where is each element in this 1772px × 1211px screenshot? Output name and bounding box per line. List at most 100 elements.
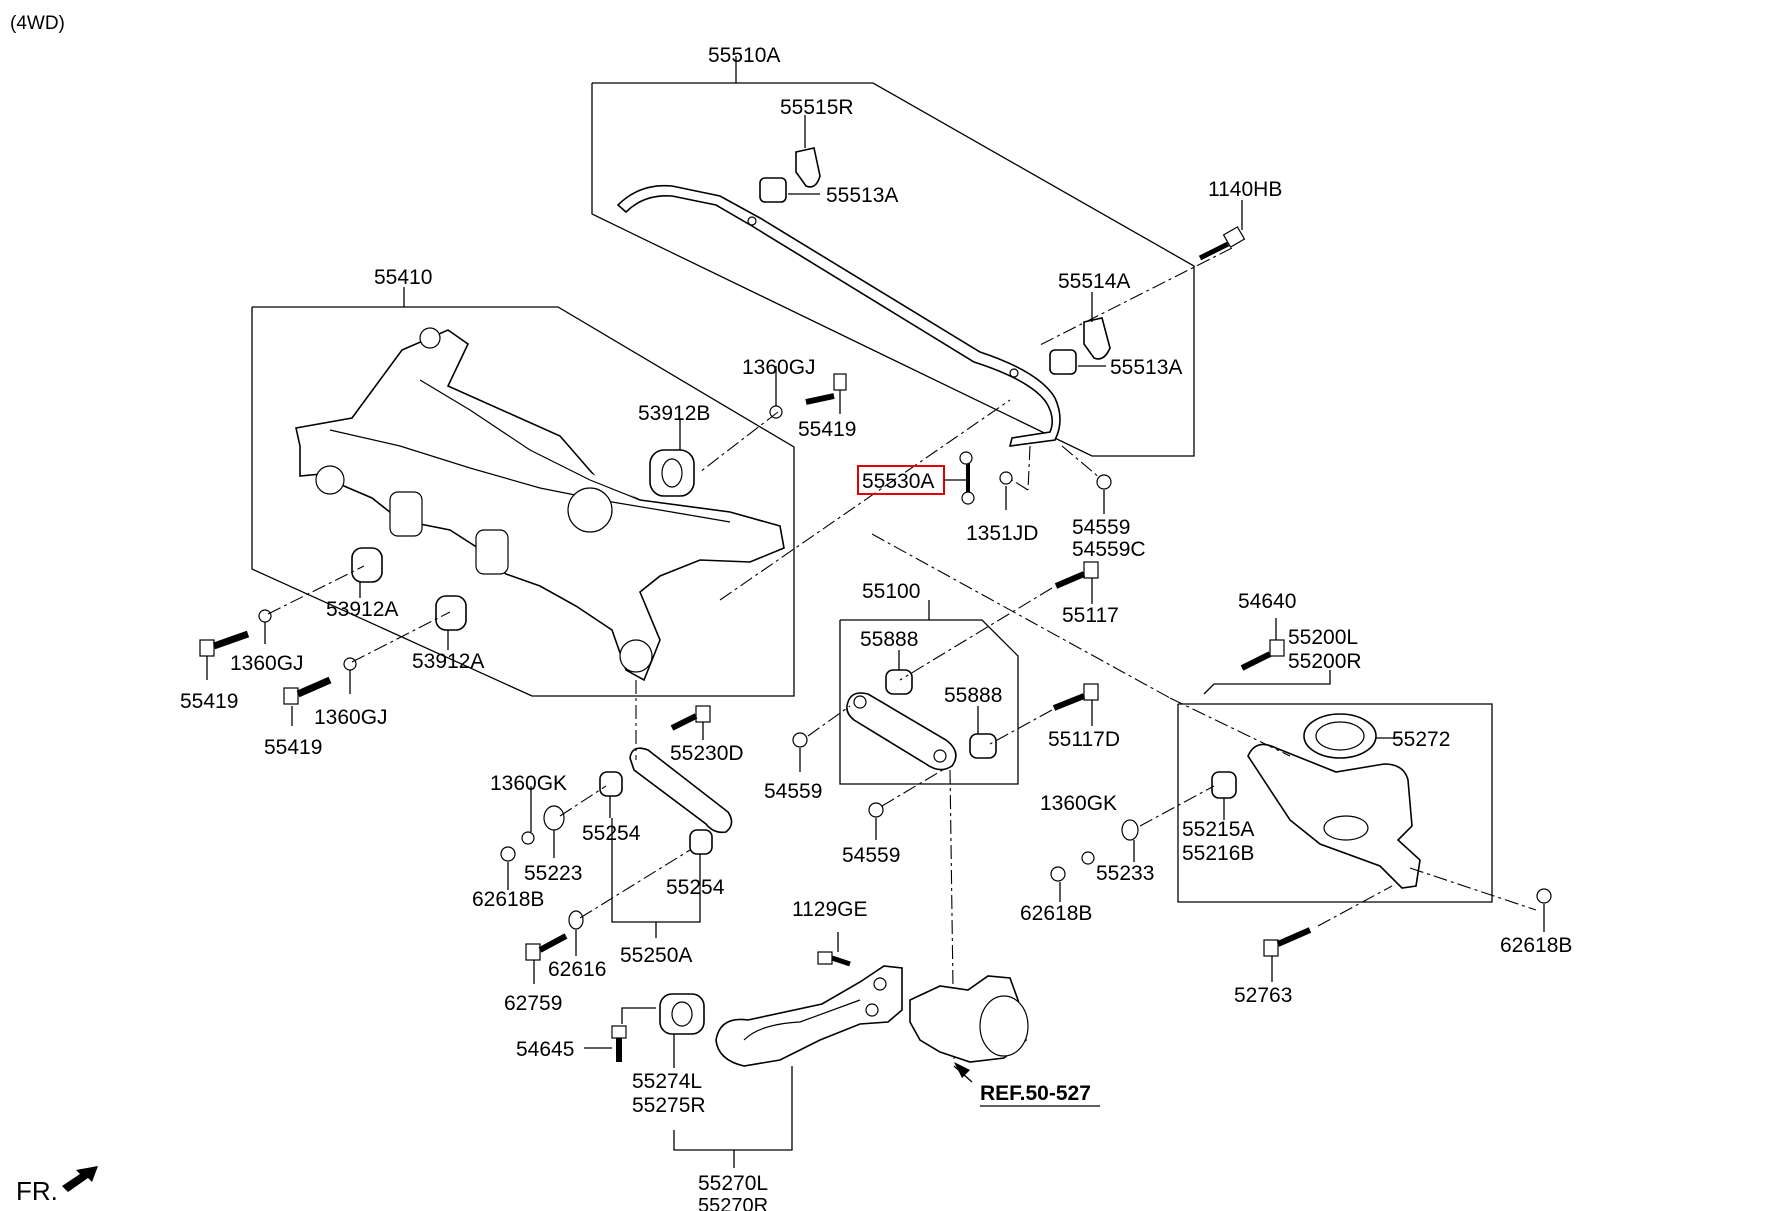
washer-1360GK-icon[interactable] <box>521 831 535 845</box>
label-53912A[interactable]: 53912A <box>326 598 398 621</box>
label-55100[interactable]: 55100 <box>862 580 920 603</box>
bushing-55513A[interactable] <box>759 177 787 203</box>
label-1360GJ[interactable]: 1360GJ <box>230 652 304 675</box>
label-54559[interactable]: 54559 <box>764 780 822 803</box>
washer-55223-icon[interactable] <box>543 805 565 831</box>
label-55514A[interactable]: 55514A <box>1058 270 1130 293</box>
nut-54559-icon[interactable] <box>1096 474 1112 490</box>
label-55274L[interactable]: 55274L <box>632 1070 702 1093</box>
label-54559C[interactable]: 54559C <box>1072 538 1146 561</box>
bolt-1140HB-icon[interactable] <box>1198 226 1246 261</box>
lower-arm-55200[interactable] <box>1247 743 1421 889</box>
label-1129GE[interactable]: 1129GE <box>792 898 868 921</box>
label-1360GJ[interactable]: 1360GJ <box>742 356 816 379</box>
label-55117D[interactable]: 55117D <box>1048 728 1120 751</box>
label-55200L[interactable]: 55200L <box>1288 626 1358 649</box>
bolt-55419-icon[interactable] <box>283 676 332 705</box>
upper-arm-55100[interactable] <box>846 692 957 771</box>
label-55270L[interactable]: 55270L <box>698 1172 768 1195</box>
bolt-62759-icon[interactable] <box>525 933 568 961</box>
label-55117[interactable]: 55117 <box>1062 604 1119 627</box>
label-55223[interactable]: 55223 <box>524 862 582 885</box>
bushing-55215A[interactable] <box>1211 771 1237 799</box>
nut-62618B-icon[interactable] <box>1536 888 1552 904</box>
label-62616[interactable]: 62616 <box>548 958 606 981</box>
label-55254[interactable]: 55254 <box>666 876 725 899</box>
bushing-55254[interactable] <box>599 771 623 797</box>
label-55272[interactable]: 55272 <box>1392 728 1450 751</box>
ref-label[interactable]: REF.50-527 <box>980 1082 1091 1105</box>
label-62618B[interactable]: 62618B <box>1020 902 1092 925</box>
washer-55233-icon[interactable] <box>1121 819 1139 841</box>
label-55888[interactable]: 55888 <box>944 684 1002 707</box>
bushing-53912A[interactable] <box>435 595 467 631</box>
bushing-55888[interactable] <box>969 733 997 759</box>
label-54645[interactable]: 54645 <box>516 1038 574 1061</box>
label-52763[interactable]: 52763 <box>1234 984 1292 1007</box>
washer-62616-icon[interactable] <box>568 910 584 930</box>
label-55419[interactable]: 55419 <box>180 690 238 713</box>
label-1140HB[interactable]: 1140HB <box>1208 178 1282 201</box>
label-55250A[interactable]: 55250A <box>620 944 692 967</box>
stabilizer-link-55530A[interactable] <box>959 451 975 505</box>
label-55419[interactable]: 55419 <box>798 418 856 441</box>
label-62618B[interactable]: 62618B <box>1500 934 1572 957</box>
label-55513A[interactable]: 55513A <box>1110 356 1182 379</box>
stabilizer-link-group <box>857 445 1112 514</box>
sub-frame[interactable] <box>295 329 785 682</box>
part-labels: 55510A 55515R 55513A 1140HB 55514A 55513… <box>180 44 1572 1211</box>
label-55254[interactable]: 55254 <box>582 822 641 845</box>
label-55419[interactable]: 55419 <box>264 736 322 759</box>
washer-1360GJ-icon[interactable] <box>258 609 272 623</box>
label-1360GJ[interactable]: 1360GJ <box>314 706 388 729</box>
label-55513A[interactable]: 55513A <box>826 184 898 207</box>
bolt-54645-icon[interactable] <box>611 1025 627 1062</box>
label-55230D[interactable]: 55230D <box>670 742 744 765</box>
label-55233[interactable]: 55233 <box>1096 862 1154 885</box>
label-55410[interactable]: 55410 <box>374 266 432 289</box>
label-53912B[interactable]: 53912B <box>638 402 710 425</box>
label-54559[interactable]: 54559 <box>842 844 900 867</box>
bolt-52763-icon[interactable] <box>1263 927 1312 957</box>
label-1360GK[interactable]: 1360GK <box>490 772 567 795</box>
label-54640[interactable]: 54640 <box>1238 590 1296 613</box>
nut-54559-icon[interactable] <box>792 732 808 748</box>
label-62759[interactable]: 62759 <box>504 992 562 1015</box>
label-55216B[interactable]: 55216B <box>1182 842 1254 865</box>
bushing-55254[interactable] <box>689 829 713 855</box>
label-55510A[interactable]: 55510A <box>708 44 780 67</box>
label-53912A[interactable]: 53912A <box>412 650 484 673</box>
bracket-55515R[interactable] <box>795 147 821 188</box>
lateral-rod[interactable] <box>629 747 733 834</box>
label-55275R[interactable]: 55275R <box>632 1094 706 1117</box>
washer-1360GJ-icon[interactable] <box>343 657 357 671</box>
nut-62618B-icon[interactable] <box>1050 866 1066 882</box>
bolt-1129GE-icon[interactable] <box>817 951 851 967</box>
bushing-55888[interactable] <box>885 669 913 695</box>
variant-label: (4WD) <box>10 13 65 34</box>
label-55515R[interactable]: 55515R <box>780 96 854 119</box>
trailing-arm-55270[interactable] <box>715 965 903 1067</box>
stabilizer-bar[interactable] <box>616 184 1061 447</box>
label-55270R[interactable]: 55270R <box>698 1195 768 1211</box>
bolt-54640-icon[interactable] <box>1240 639 1285 671</box>
label-1351JD[interactable]: 1351JD <box>966 522 1038 545</box>
label-55200R[interactable]: 55200R <box>1288 650 1362 673</box>
bushing-53912A[interactable] <box>351 547 383 583</box>
nut-1351JD-icon[interactable] <box>999 471 1013 485</box>
label-62618B[interactable]: 62618B <box>472 888 544 911</box>
bolt-55230D-icon[interactable] <box>670 705 711 731</box>
label-54559[interactable]: 54559 <box>1072 516 1130 539</box>
label-1360GK[interactable]: 1360GK <box>1040 792 1117 815</box>
bolt-55419-icon[interactable] <box>199 630 250 657</box>
nut-54559-icon[interactable] <box>868 802 884 818</box>
label-55530A[interactable]: 55530A <box>862 470 934 493</box>
nut-62618B-icon[interactable] <box>500 846 516 862</box>
bolt-55117D-icon[interactable] <box>1052 683 1099 711</box>
label-55215A[interactable]: 55215A <box>1182 818 1254 841</box>
washer-1360GK-icon[interactable] <box>1081 851 1095 865</box>
bushing-55513A[interactable] <box>1049 349 1077 375</box>
bolt-55117-icon[interactable] <box>1054 561 1099 589</box>
bracket-55514A[interactable] <box>1083 317 1111 360</box>
label-55888[interactable]: 55888 <box>860 628 918 651</box>
